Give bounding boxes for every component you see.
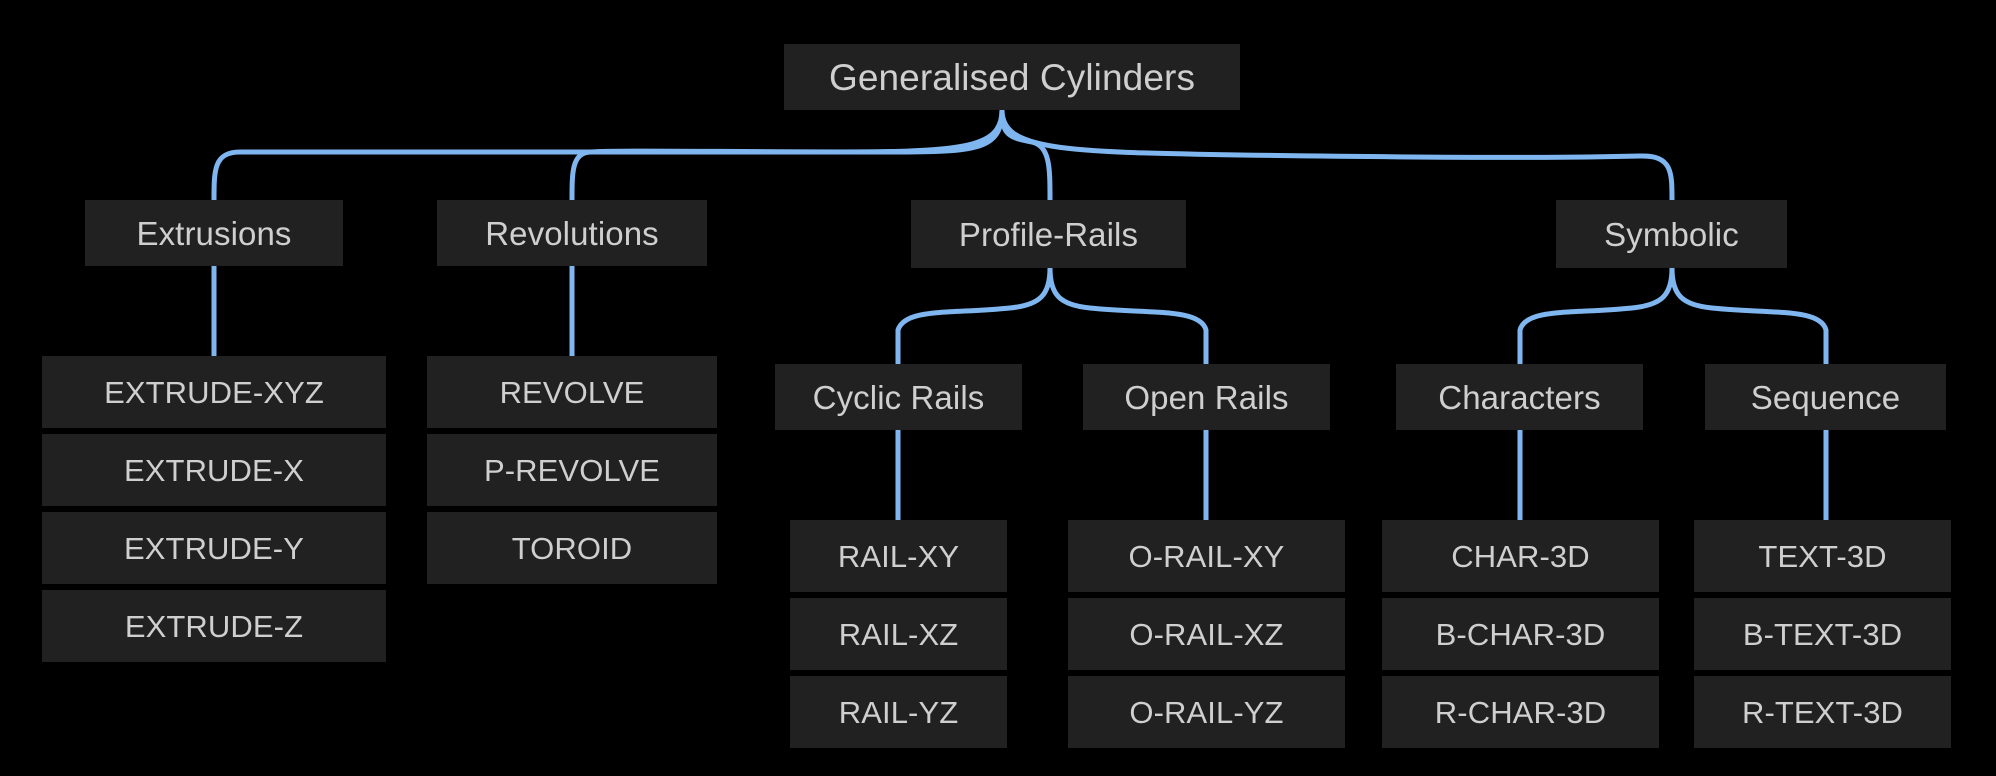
leaf-revolve[interactable]: REVOLVE <box>427 356 717 428</box>
leaf-extrude-z[interactable]: EXTRUDE-Z <box>42 590 386 662</box>
edge-profilerails-open <box>1047 265 1209 367</box>
edge-symbolic-characters <box>1517 265 1675 367</box>
leaf-label: R-CHAR-3D <box>1434 694 1607 730</box>
leaf-label: EXTRUDE-XYZ <box>104 374 324 410</box>
leaf-label: P-REVOLVE <box>483 452 661 488</box>
leaf-o-rail-xy[interactable]: O-RAIL-XY <box>1068 520 1345 592</box>
leaf-char-3d[interactable]: CHAR-3D <box>1382 520 1659 592</box>
node-sequence-label: Sequence <box>1750 378 1901 416</box>
node-root-label: Generalised Cylinders <box>828 56 1196 98</box>
leaf-label: O-RAIL-XZ <box>1129 616 1284 652</box>
leaf-label: O-RAIL-XY <box>1128 538 1285 574</box>
node-profile-rails[interactable]: Profile-Rails <box>911 200 1186 268</box>
edge-root-extrusions <box>211 107 1005 203</box>
leaf-r-char-3d[interactable]: R-CHAR-3D <box>1382 676 1659 748</box>
node-open-rails-label: Open Rails <box>1124 378 1289 416</box>
leaf-label: B-CHAR-3D <box>1435 616 1606 652</box>
leaf-label: REVOLVE <box>499 374 645 410</box>
node-extrusions-label: Extrusions <box>136 214 292 252</box>
edge-profilerails-cyclic <box>895 265 1053 367</box>
leaf-b-char-3d[interactable]: B-CHAR-3D <box>1382 598 1659 670</box>
leaf-text-3d[interactable]: TEXT-3D <box>1694 520 1951 592</box>
node-profile-rails-label: Profile-Rails <box>958 215 1139 253</box>
leaf-label: EXTRUDE-X <box>123 452 305 488</box>
leaf-label: EXTRUDE-Z <box>124 608 304 644</box>
leaf-o-rail-yz[interactable]: O-RAIL-YZ <box>1068 676 1345 748</box>
node-cyclic-rails-label: Cyclic Rails <box>812 378 985 416</box>
leaf-extrude-xyz[interactable]: EXTRUDE-XYZ <box>42 356 386 428</box>
leaf-label: RAIL-YZ <box>838 694 959 730</box>
node-revolutions-label: Revolutions <box>485 214 659 252</box>
leaf-label: R-TEXT-3D <box>1741 694 1904 730</box>
leaf-label: TEXT-3D <box>1758 538 1887 574</box>
leaf-rail-yz[interactable]: RAIL-YZ <box>790 676 1007 748</box>
leaf-label: EXTRUDE-Y <box>123 530 305 566</box>
leaf-rail-xz[interactable]: RAIL-XZ <box>790 598 1007 670</box>
edge-root-revolutions <box>569 107 1005 203</box>
node-open-rails[interactable]: Open Rails <box>1083 364 1330 430</box>
leaf-label: RAIL-XY <box>837 538 960 574</box>
node-extrusions[interactable]: Extrusions <box>85 200 343 266</box>
node-revolutions[interactable]: Revolutions <box>437 200 707 266</box>
leaf-toroid[interactable]: TOROID <box>427 512 717 584</box>
leaf-b-text-3d[interactable]: B-TEXT-3D <box>1694 598 1951 670</box>
leaf-label: TOROID <box>511 530 633 566</box>
leaf-label: B-TEXT-3D <box>1742 616 1903 652</box>
leaf-r-text-3d[interactable]: R-TEXT-3D <box>1694 676 1951 748</box>
node-root[interactable]: Generalised Cylinders <box>784 44 1240 110</box>
edge-root-profilerails <box>999 109 1053 203</box>
leaf-extrude-x[interactable]: EXTRUDE-X <box>42 434 386 506</box>
leaf-label: CHAR-3D <box>1451 538 1590 574</box>
leaf-rail-xy[interactable]: RAIL-XY <box>790 520 1007 592</box>
leaf-p-revolve[interactable]: P-REVOLVE <box>427 434 717 506</box>
node-characters-label: Characters <box>1438 378 1601 416</box>
leaf-label: RAIL-XZ <box>838 616 959 652</box>
node-cyclic-rails[interactable]: Cyclic Rails <box>775 364 1022 430</box>
edge-root-symbolic <box>999 107 1675 203</box>
leaf-o-rail-xz[interactable]: O-RAIL-XZ <box>1068 598 1345 670</box>
node-sequence[interactable]: Sequence <box>1705 364 1946 430</box>
node-symbolic-label: Symbolic <box>1604 215 1739 253</box>
edge-symbolic-sequence <box>1669 265 1829 367</box>
node-characters[interactable]: Characters <box>1396 364 1643 430</box>
leaf-label: O-RAIL-YZ <box>1129 694 1284 730</box>
leaf-extrude-y[interactable]: EXTRUDE-Y <box>42 512 386 584</box>
node-symbolic[interactable]: Symbolic <box>1556 200 1787 268</box>
